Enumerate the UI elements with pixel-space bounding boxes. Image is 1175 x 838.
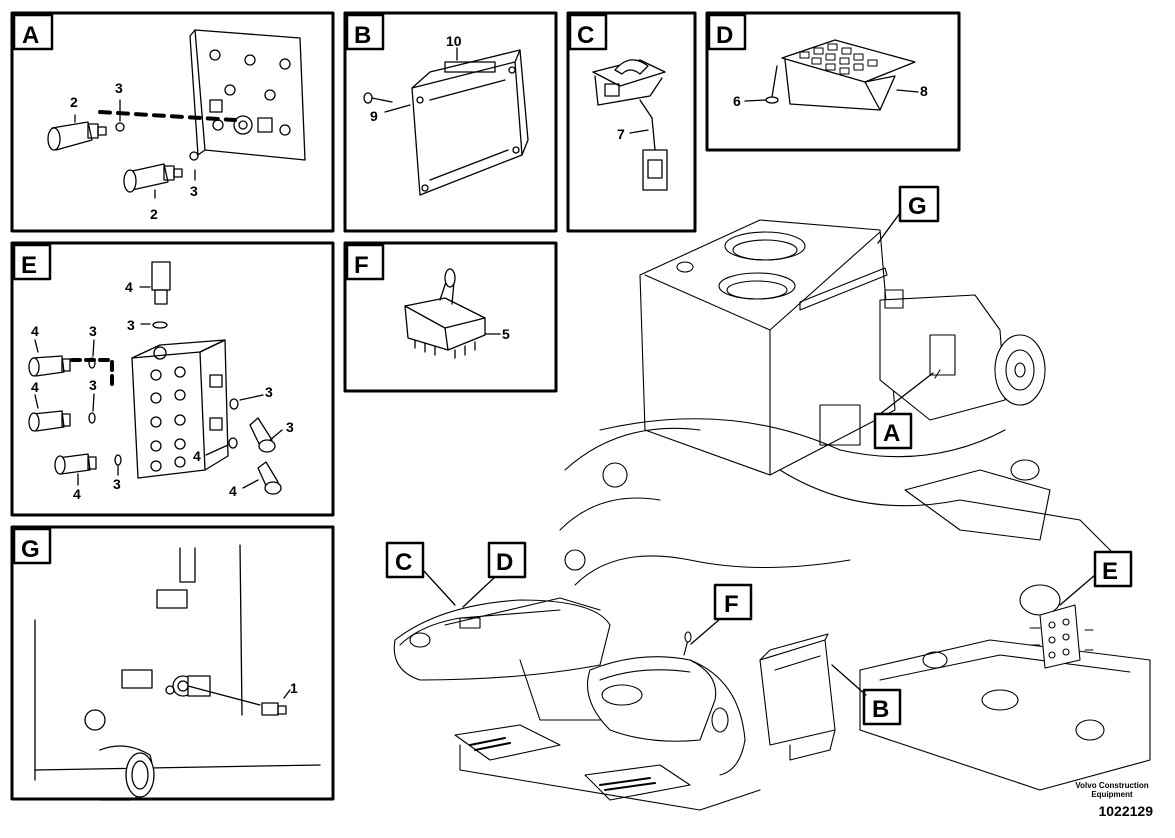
panel-a-letter: A: [22, 22, 39, 49]
sensor: [28, 355, 71, 377]
callout-b: B: [872, 696, 889, 723]
panel-c-letter: C: [577, 22, 594, 49]
toggle-switch: [404, 268, 486, 359]
panel-d: D 6 8: [705, 11, 961, 152]
machine-overview: [393, 219, 1151, 811]
company-line-2: Equipment: [1091, 790, 1133, 799]
pressure-sensor-lower: [123, 163, 183, 193]
callout-g: G: [908, 193, 927, 220]
part-label: 3: [190, 183, 198, 199]
panel-f-letter: F: [354, 252, 369, 279]
part-label: 1: [290, 680, 298, 696]
temperature-sensor: [261, 702, 287, 716]
part-label: 10: [446, 33, 462, 49]
panel-d-letter: D: [716, 22, 733, 49]
rotary-switch: [592, 59, 668, 191]
part-label: 4: [73, 486, 81, 502]
panel-e-letter: E: [21, 252, 37, 279]
part-label: 2: [150, 206, 158, 222]
switch-panel: [781, 39, 916, 111]
manifold-overview: [1029, 604, 1094, 669]
callout-c: C: [395, 549, 412, 576]
company-name: Volvo Construction Equipment: [1067, 781, 1157, 799]
callout-e: E: [1102, 558, 1118, 585]
part-label: 3: [113, 476, 121, 492]
part-label: 4: [31, 323, 39, 339]
callout-a: A: [883, 420, 900, 447]
part-label: 4: [193, 448, 201, 464]
part-label: 7: [617, 126, 625, 142]
drawing-number: 1022129: [1098, 803, 1153, 819]
sensor: [249, 417, 276, 453]
part-label: 5: [502, 326, 510, 342]
part-label: 3: [265, 384, 273, 400]
part-label: 4: [31, 379, 39, 395]
overview-callouts: G A C D F E B: [385, 185, 1133, 726]
sensor: [28, 410, 71, 432]
control-unit-overview: [759, 633, 836, 761]
part-label: 9: [370, 108, 378, 124]
part-label: 3: [286, 419, 294, 435]
part-label: 6: [733, 93, 741, 109]
part-label: 3: [127, 317, 135, 333]
panel-g-letter: G: [21, 536, 40, 563]
sensor: [54, 453, 97, 475]
control-unit: [411, 49, 529, 196]
pump-assembly: [879, 289, 1046, 421]
pressure-sensor-upper: [47, 121, 107, 151]
panel-g: G 1: [10, 525, 335, 801]
callout-d: D: [496, 549, 513, 576]
company-line-1: Volvo Construction: [1075, 781, 1149, 790]
panel-a: A 2 3 3 2: [10, 11, 335, 233]
sensor: [151, 261, 171, 305]
screw: [765, 65, 779, 104]
sensor: [257, 461, 282, 495]
left-joystick-console: [393, 597, 621, 721]
part-label: 3: [89, 377, 97, 393]
part-label: 8: [920, 83, 928, 99]
panel-b: B 10 9: [343, 11, 558, 233]
panel-b-letter: B: [354, 22, 371, 49]
callout-f: F: [724, 591, 739, 618]
part-label: 3: [89, 323, 97, 339]
panel-f: F 5: [343, 241, 558, 393]
part-label: 4: [229, 483, 237, 499]
panel-e: E: [10, 241, 335, 517]
manifold-block: [131, 339, 229, 479]
part-label: 2: [70, 94, 78, 110]
part-label: 4: [125, 279, 133, 295]
screw: [363, 92, 393, 104]
part-label: 3: [115, 80, 123, 96]
panel-c: C 7: [566, 11, 697, 233]
right-joystick-console: [586, 631, 746, 776]
